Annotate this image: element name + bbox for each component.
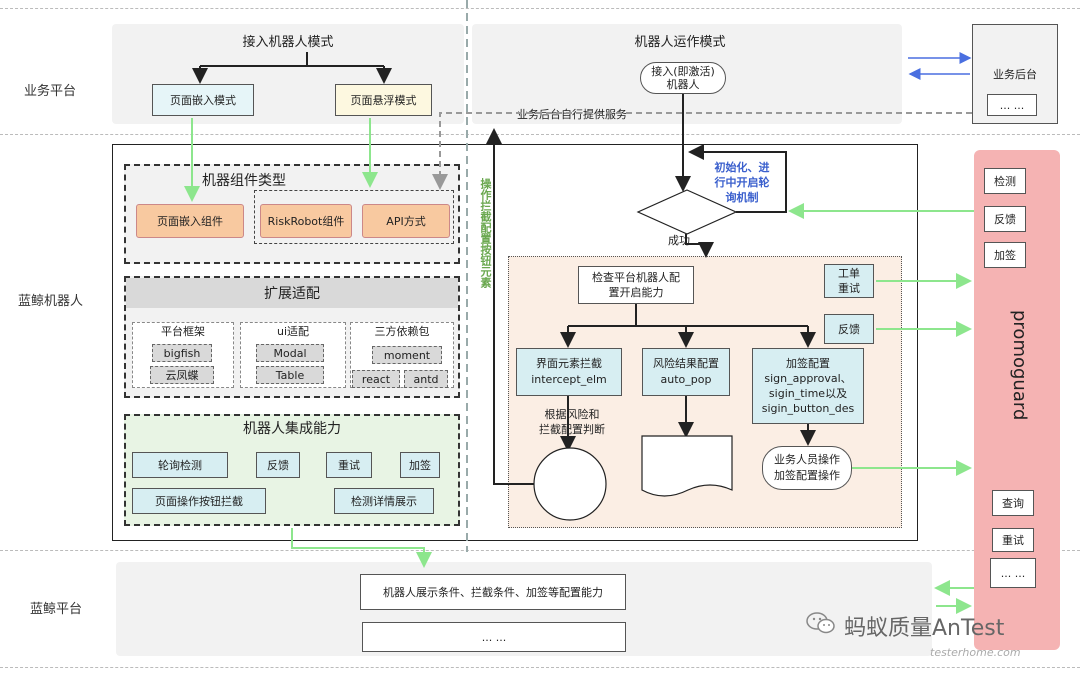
- separator-top: [0, 8, 1080, 9]
- watermark-brand: 蚂蚁质量AnTest: [844, 616, 1005, 641]
- separator-bottom: [0, 667, 1080, 668]
- staff-operation-box: 业务人员操作 加签配置操作: [762, 446, 852, 490]
- auto-pop-box: 风险结果配置 auto_pop: [642, 348, 730, 396]
- row-label-lanjing-platform: 蓝鲸平台: [30, 602, 83, 617]
- promoguard-ellipsis-box: ... ...: [990, 558, 1036, 588]
- moment-tag: moment: [372, 346, 442, 364]
- sign-config-box: 加签配置 sign_approval、 sigin_time以及 sigin_b…: [752, 348, 864, 424]
- separator-2: [0, 550, 1080, 551]
- business-backend-ellipsis: ... ...: [987, 94, 1037, 116]
- config-capability-box: 机器人展示条件、拦截条件、加签等配置能力: [360, 574, 626, 610]
- intercept-button-box: 页面操作按钮拦截: [132, 488, 266, 514]
- countersign-box: 加签: [400, 452, 440, 478]
- detail-show-box: 检测详情展示: [334, 488, 434, 514]
- access-mode-title: 接入机器人模式: [242, 34, 334, 50]
- extension-title: 扩展适配: [264, 286, 320, 302]
- extension-header: [126, 278, 458, 308]
- promoguard-feedback-box: 反馈: [984, 206, 1026, 232]
- poll-detect-box: 轮询检测: [132, 452, 228, 478]
- api-method-box: API方式: [362, 204, 450, 238]
- separator-1: [0, 134, 1080, 135]
- wechat-icon: [806, 610, 836, 636]
- queue-exec-label: 队列执行 配置拦截 元素脚本: [548, 463, 592, 507]
- watermark-site: testerhome.com: [930, 646, 1021, 659]
- feedback-box: 反馈: [256, 452, 300, 478]
- platform-framework-title: 平台框架: [161, 325, 205, 338]
- modal-tag: Modal: [256, 344, 324, 362]
- intercept-elm-box: 界面元素拦截 intercept_elm: [516, 348, 622, 396]
- business-backend-title: 业务后台: [993, 68, 1037, 81]
- success-label: 成功: [668, 234, 690, 247]
- embed-component-box: 页面嵌入组件: [136, 204, 244, 238]
- ticket-retry-box: 工单 重试: [824, 264, 874, 298]
- third-party-title: 三方依赖包: [374, 325, 430, 338]
- riskrobot-component-box: RiskRobot组件: [260, 204, 352, 238]
- retry-box: 重试: [326, 452, 372, 478]
- risk-query-label: 风险防御查询: [654, 206, 720, 219]
- promoguard-query-box: 查询: [992, 490, 1034, 516]
- operation-mode-title: 机器人运作模式: [634, 34, 726, 50]
- component-types-title: 机器组件类型: [202, 173, 286, 189]
- biz-show-label: 业务平台展示 结果: [654, 447, 720, 476]
- ui-adapter-title: ui适配: [276, 325, 310, 338]
- react-tag: react: [352, 370, 400, 388]
- row-label-business-platform: 业务平台: [24, 84, 77, 99]
- riskrobot-api-group: [254, 190, 454, 244]
- embed-mode-box: 页面嵌入模式: [152, 84, 254, 116]
- flow-feedback-box: 反馈: [824, 314, 874, 344]
- platform-ellipsis-box: ... ...: [362, 622, 626, 652]
- row-label-lanjing-robot: 蓝鲸机器人: [18, 294, 84, 309]
- yunfengdie-tag: 云凤蝶: [150, 366, 214, 384]
- bigfish-tag: bigfish: [152, 344, 212, 362]
- promoguard-countersign-box: 加签: [984, 242, 1026, 268]
- promoguard-title: promoguard: [1009, 310, 1030, 421]
- integration-title: 机器人集成能力: [243, 421, 341, 437]
- promoguard-detect-box: 检测: [984, 168, 1026, 194]
- table-tag: Table: [256, 366, 324, 384]
- promoguard-retry-box: 重试: [992, 528, 1034, 552]
- vertical-intercept-label: 操作拦截配置按钮元素: [479, 178, 492, 288]
- check-config-box: 检查平台机器人配 置开启能力: [578, 266, 694, 304]
- judge-label: 根据风险和 拦截配置判断: [530, 406, 614, 438]
- self-service-label: 业务后台自行提供服务: [515, 106, 629, 122]
- activate-robot-box: 接入(即激活) 机器人: [640, 62, 726, 94]
- antd-tag: antd: [404, 370, 448, 388]
- float-mode-box: 页面悬浮模式: [335, 84, 432, 116]
